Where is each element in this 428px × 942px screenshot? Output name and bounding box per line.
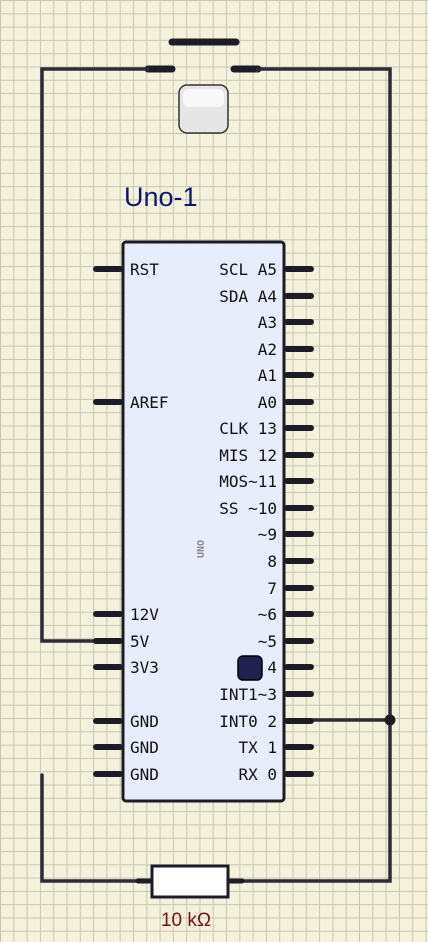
pin-label-9: ~9 — [258, 525, 277, 544]
chip-label: UNO — [196, 540, 207, 558]
pin-label-8: 8 — [267, 552, 277, 571]
pin-label-aref: AREF — [130, 393, 169, 412]
pin-label-gnd-1: GND — [130, 712, 159, 731]
pin-label-gnd-2: GND — [130, 738, 159, 757]
pin-label-3v3: 3V3 — [130, 658, 159, 677]
wire-button-left-to-5v[interactable] — [40, 67, 150, 643]
wire-resistor-left-to-gnd[interactable] — [40, 773, 140, 883]
pin-label-12v: 12V — [130, 605, 159, 624]
wire-button-right-to-int0[interactable] — [256, 67, 392, 722]
pin-label-5: ~5 — [258, 632, 277, 651]
push-button-cap-shine — [183, 89, 224, 107]
pin-label-6: ~6 — [258, 605, 277, 624]
pin-label-rst: RST — [130, 260, 159, 279]
pin-label-7: 7 — [267, 579, 277, 598]
pin-label-12: MIS 12 — [219, 446, 277, 465]
pin-label-4: 4 — [267, 658, 277, 677]
onboard-led[interactable] — [237, 655, 263, 681]
pin-label-0: RX 0 — [238, 765, 277, 784]
pin-label-5v: 5V — [130, 632, 150, 651]
resistor-body[interactable] — [150, 864, 230, 899]
pin-label-10: SS ~10 — [219, 499, 277, 518]
pin-label-a3: A3 — [258, 313, 277, 332]
wire-junction-dot — [384, 714, 396, 726]
resistor[interactable] — [135, 864, 245, 899]
pin-label-13: CLK 13 — [219, 419, 277, 438]
pin-label-gnd-3: GND — [130, 765, 159, 784]
pin-label-3: INT1~3 — [219, 685, 277, 704]
pin-label-a5: SCL A5 — [219, 260, 277, 279]
pin-label-a0: A0 — [258, 393, 277, 412]
wire-resistor-right-to-int0[interactable] — [236, 718, 392, 883]
resistor-label: 10 kΩ — [161, 910, 211, 931]
pin-label-11: MOS~11 — [219, 472, 277, 491]
pin-label-1: TX 1 — [238, 738, 277, 757]
pin-label-2: INT0 2 — [219, 712, 277, 731]
pin-label-a2: A2 — [258, 340, 277, 359]
pin-label-a1: A1 — [258, 366, 277, 385]
board-title: Uno-1 — [124, 182, 198, 212]
push-button[interactable] — [144, 38, 262, 134]
pin-label-a4: SDA A4 — [219, 287, 277, 306]
